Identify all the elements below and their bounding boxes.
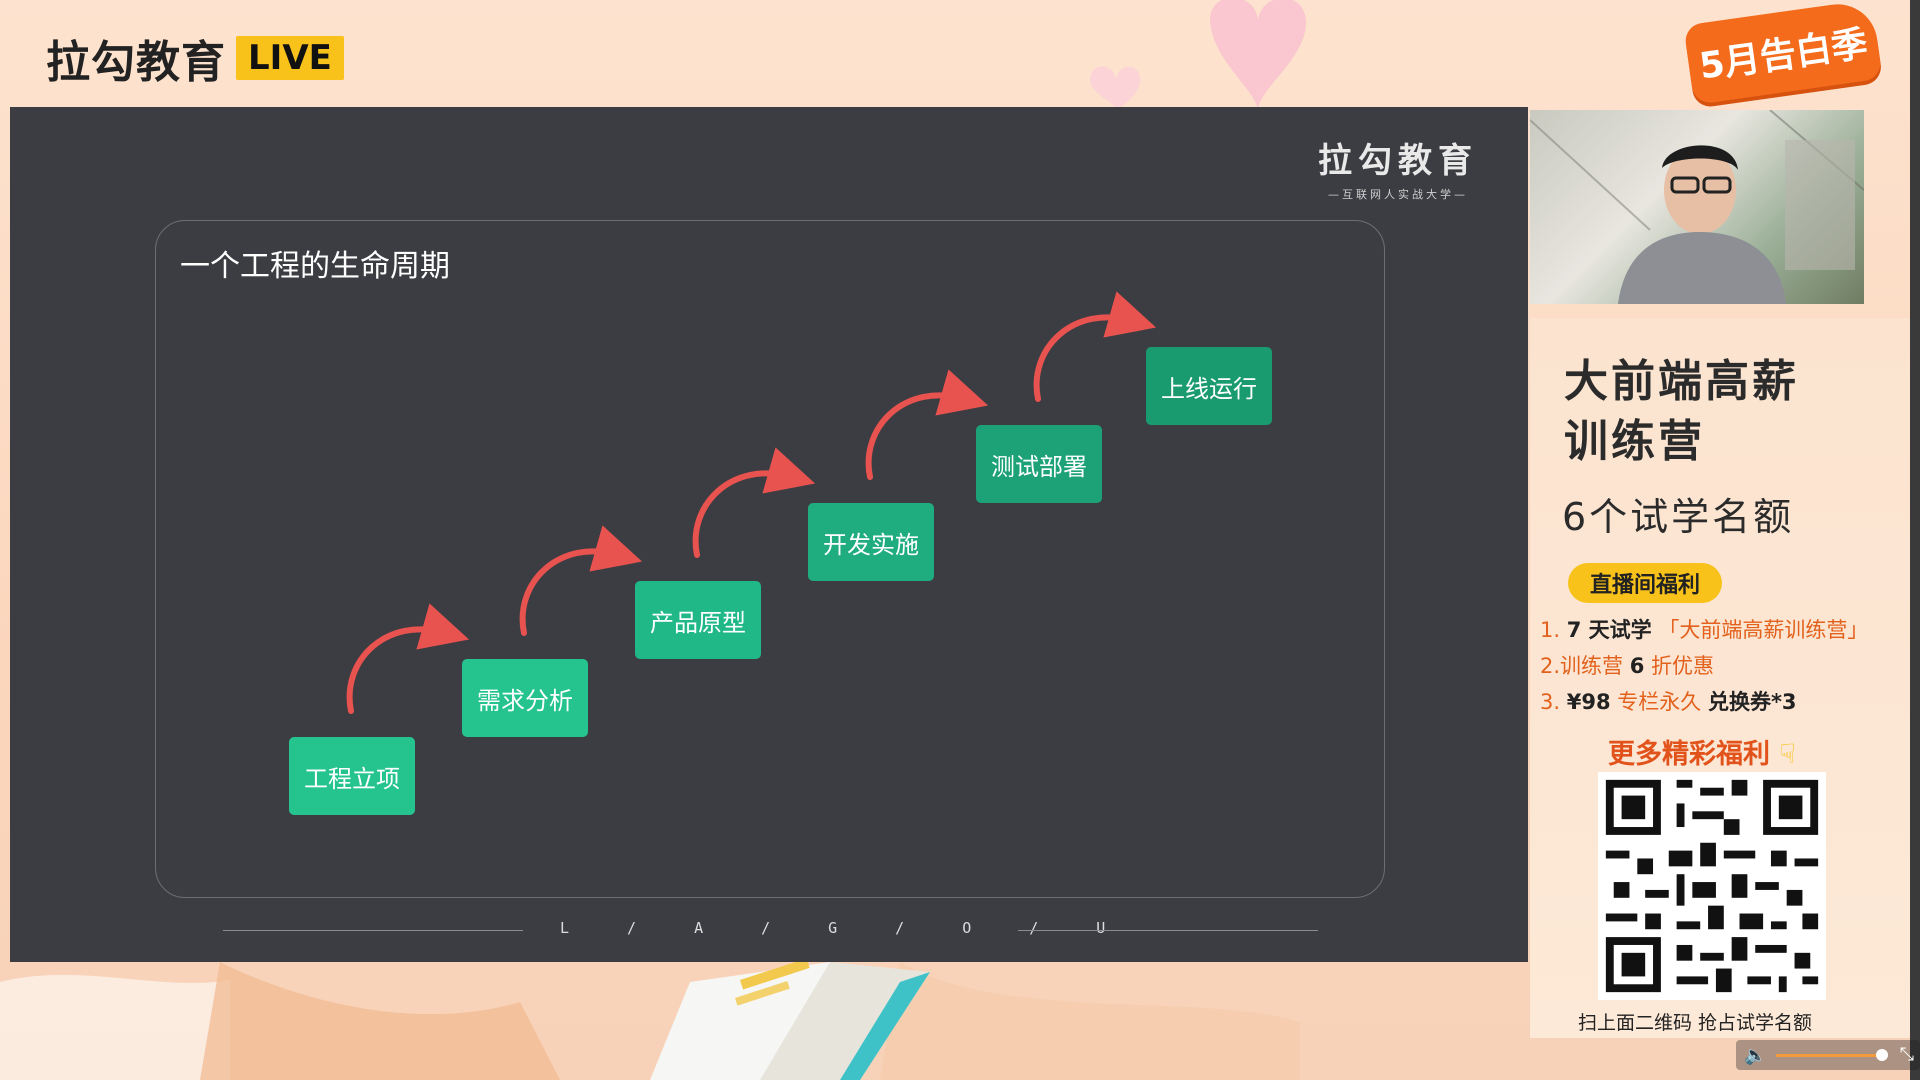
benefit-2-discount: 6	[1629, 654, 1645, 678]
footer-letter: /	[761, 919, 771, 937]
step-testing: 测试部署	[976, 425, 1102, 503]
camera-feed[interactable]	[1530, 110, 1864, 304]
brand-logo: 拉勾教育 LIVE	[46, 26, 344, 90]
step-initiation: 工程立项	[289, 737, 415, 815]
arrow-2	[519, 525, 643, 636]
step-requirements: 需求分析	[462, 659, 588, 737]
footer-letter: /	[627, 919, 637, 937]
arrow-4	[865, 369, 989, 480]
step-prototype: 产品原型	[635, 581, 761, 659]
benefit-2-suffix: 折优惠	[1651, 654, 1715, 678]
benefit-2-label: 2.训练营	[1540, 654, 1624, 678]
arrow-3	[692, 447, 816, 558]
benefit-1-trial: 7 天试学	[1566, 618, 1652, 642]
promo-title-line2: 训练营	[1564, 416, 1705, 467]
slide-area: 拉勾教育 —互联网人实战大学— 一个工程的生命周期 工程立项 需求分析 产品原型…	[10, 107, 1528, 962]
lifecycle-frame: 一个工程的生命周期 工程立项 需求分析 产品原型 开发实施 测试部署 上线运行	[155, 220, 1385, 898]
book-illustration	[650, 962, 930, 1080]
promo-title-line1: 大前端高薪	[1564, 356, 1799, 407]
benefit-3-voucher: 兑换券*3	[1707, 690, 1797, 714]
benefit-3-price: ¥98	[1566, 690, 1611, 714]
benefit-1-course: 「大前端高薪训练营」	[1658, 618, 1869, 642]
footer-letter: A	[694, 919, 704, 937]
footer-letter: /	[1029, 919, 1039, 937]
slide-logo-main: 拉勾教育	[1318, 141, 1478, 181]
footer-letter: /	[895, 919, 905, 937]
benefit-3-num: 3.	[1540, 690, 1561, 714]
volume-knob[interactable]	[1876, 1049, 1888, 1061]
welfare-badge: 直播间福利	[1568, 563, 1723, 603]
benefit-3-mid: 专栏永久	[1617, 690, 1702, 714]
pointing-hand-icon: ☟	[1779, 739, 1796, 770]
arrow-1	[346, 603, 470, 714]
footer-letters: L / A / G / O / U	[560, 919, 1105, 937]
speaker-icon[interactable]: 🔈	[1744, 1045, 1767, 1066]
hearts-decoration	[1090, 0, 1307, 110]
scan-instruction: 扫上面二维码 抢占试学名额	[1578, 1012, 1813, 1034]
volume-slider[interactable]	[1776, 1054, 1884, 1057]
more-benefits-label: 更多精彩福利	[1608, 739, 1770, 770]
footer-letter: G	[828, 919, 838, 937]
footer-letter: O	[962, 919, 972, 937]
live-badge: LIVE	[236, 36, 344, 80]
arrow-5	[1033, 291, 1157, 402]
benefit-1: 1. 7 天试学 「大前端高薪训练营」	[1540, 614, 1868, 644]
player-controls: 🔈 ⤡	[1736, 1040, 1920, 1070]
footer-line-left	[223, 930, 523, 931]
step-launch: 上线运行	[1146, 347, 1272, 425]
slide-title: 一个工程的生命周期	[180, 249, 450, 284]
footer-line-right	[1018, 930, 1318, 931]
footer-letter: L	[560, 919, 570, 937]
qr-code[interactable]	[1598, 772, 1826, 1000]
window-edge	[1910, 0, 1920, 1080]
benefit-1-num: 1.	[1540, 618, 1561, 642]
exit-fullscreen-icon[interactable]: ⤡	[1899, 1044, 1914, 1065]
lifecycle-arrows	[346, 291, 1157, 714]
campaign-badge[interactable]: 5月告白季	[1683, 0, 1883, 105]
promo-panel: 大前端高薪 训练营 6个试学名额 直播间福利 1. 7 天试学 「大前端高薪训练…	[1530, 318, 1910, 1038]
promo-title: 大前端高薪 训练营	[1564, 352, 1799, 472]
brand-name: 拉勾教育	[46, 37, 226, 88]
more-benefits: 更多精彩福利 ☟	[1608, 732, 1796, 771]
slide-logo: 拉勾教育 —互联网人实战大学—	[1318, 133, 1478, 202]
footer-letter: U	[1096, 919, 1106, 937]
benefit-2: 2.训练营 6 折优惠	[1540, 650, 1714, 680]
promo-subtitle: 6个试学名额	[1562, 495, 1795, 539]
step-development: 开发实施	[808, 503, 934, 581]
benefit-3: 3. ¥98 专栏永久 兑换券*3	[1540, 686, 1797, 716]
slide-logo-sub: —互联网人实战大学—	[1328, 188, 1468, 201]
bottom-decoration	[0, 962, 1300, 1080]
presenter-video	[1530, 110, 1864, 304]
